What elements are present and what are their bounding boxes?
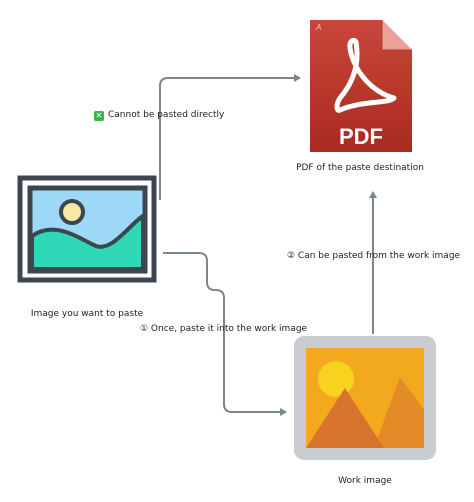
- work-image-caption: Work image: [338, 476, 392, 486]
- edge-label-direct: ✕ Cannot be pasted directly: [94, 110, 224, 121]
- work-image-icon: [294, 336, 436, 460]
- pdf-caption: PDF of the paste destination: [296, 163, 424, 173]
- svg-text:A: A: [315, 23, 321, 32]
- cross-icon: ✕: [94, 111, 104, 121]
- source-image-caption: Image you want to paste: [30, 309, 144, 319]
- edge-label-to-work: ① Once, paste it into the work image: [140, 324, 308, 334]
- pdf-file-icon: A PDF: [310, 20, 412, 152]
- arrow-to-work: [163, 252, 287, 416]
- image-icon: [17, 175, 157, 283]
- arrow-direct: [159, 74, 301, 200]
- pdf-badge-text: PDF: [339, 124, 383, 149]
- edge-label-from-work: ② Can be pasted from the work image: [287, 251, 461, 261]
- edge-label-direct-text: Cannot be pasted directly: [108, 110, 225, 120]
